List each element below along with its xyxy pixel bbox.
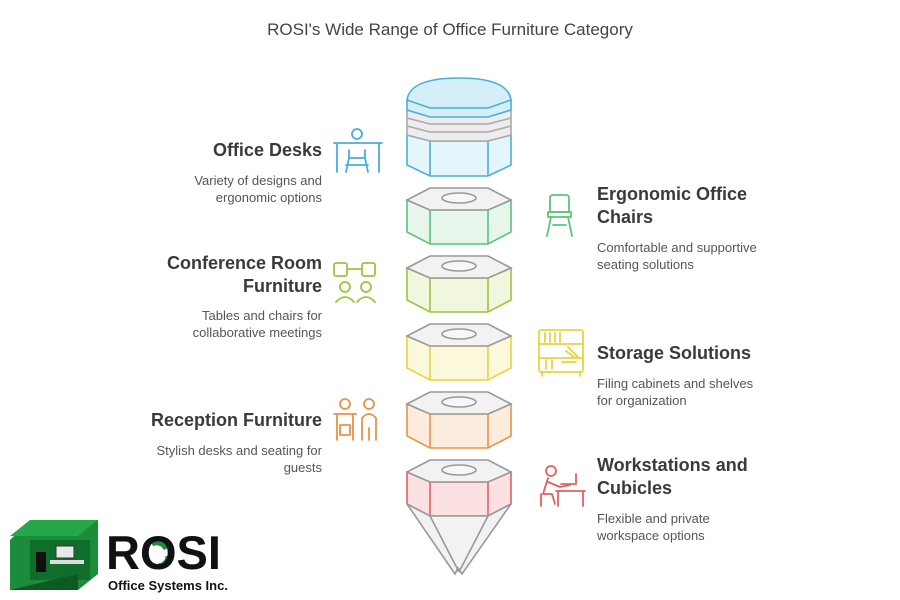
item-desc-storage-solutions: Filing cabinets and shelves for organiza… <box>597 375 753 409</box>
conference-icon <box>333 262 376 303</box>
logo-subtitle: Office Systems Inc. <box>108 578 228 593</box>
workstation-icon <box>540 465 586 507</box>
desc-line: ergonomic options <box>215 190 322 205</box>
item-desc-reception-furniture: Stylish desks and seating for guests <box>157 442 322 476</box>
desc-line: collaborative meetings <box>192 325 322 340</box>
segment-yellow <box>405 323 513 381</box>
page-title: ROSI's Wide Range of Office Furniture Ca… <box>267 20 633 39</box>
segment-lime <box>405 255 513 313</box>
item-desc-workstations: Flexible and private workspace options <box>597 510 710 544</box>
desc-line: Comfortable and supportive <box>597 240 757 255</box>
title-line: Workstations and <box>597 455 748 475</box>
item-desc-ergonomic-chairs: Comfortable and supportive seating solut… <box>597 239 757 273</box>
title-line: Cubicles <box>597 478 673 498</box>
item-title-storage-solutions: Storage Solutions <box>597 343 752 363</box>
storage-icon <box>538 329 584 377</box>
item-title-office-desks: Office Desks <box>212 140 322 160</box>
item-desc-office-desks: Variety of designs and ergonomic options <box>194 172 322 206</box>
chair-icon <box>546 194 573 237</box>
pencil-tip <box>406 503 512 576</box>
item-title-workstations: Workstations and Cubicles <box>597 454 748 500</box>
desc-line: for organization <box>597 393 687 408</box>
item-desc-conference-room: Tables and chairs for collaborative meet… <box>193 307 322 341</box>
title-line: Chairs <box>597 207 654 227</box>
desc-line: Flexible and private <box>597 511 710 526</box>
desc-line: Stylish desks and seating for <box>156 443 322 458</box>
reception-icon <box>333 398 377 441</box>
logo-o-ring <box>142 540 171 569</box>
segment-red <box>405 459 513 517</box>
title-line: Conference Room <box>166 253 322 273</box>
desc-line: Tables and chairs for <box>202 308 322 323</box>
item-title-reception-furniture: Reception Furniture <box>150 410 322 430</box>
item-title-conference-room: Conference Room Furniture <box>167 252 322 298</box>
desc-line: Variety of designs and <box>194 173 322 188</box>
logo-mark <box>10 520 98 590</box>
desc-line: Filing cabinets and shelves <box>597 376 754 391</box>
desc-line: guests <box>283 460 322 475</box>
title-line: Ergonomic Office <box>597 184 748 204</box>
desc-line: seating solutions <box>597 257 694 272</box>
segment-orange <box>405 391 513 449</box>
logo-name: ROSI <box>106 526 221 579</box>
title-line: Furniture <box>243 276 322 296</box>
item-title-ergonomic-chairs: Ergonomic Office Chairs <box>597 183 747 229</box>
desc-line: workspace options <box>597 528 705 543</box>
segment-green <box>405 187 513 245</box>
desk-icon <box>333 128 383 173</box>
segment-blue <box>406 77 512 177</box>
